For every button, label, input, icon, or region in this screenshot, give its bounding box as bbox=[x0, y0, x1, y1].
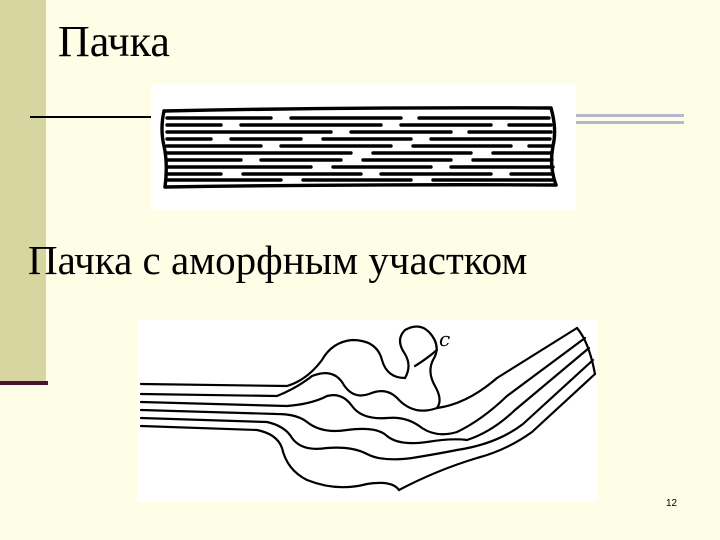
amorphous-bundle-drawing: c bbox=[139, 325, 597, 492]
sidebar-bar bbox=[0, 0, 46, 383]
slide-title: Пачка bbox=[58, 17, 170, 66]
title-underline-right bbox=[576, 114, 684, 124]
amorphous-bundle-figure: c bbox=[137, 320, 597, 502]
slide-subtitle: Пачка с аморфным участком bbox=[28, 237, 528, 283]
title-underline-left bbox=[30, 116, 152, 118]
bundle-figure bbox=[151, 84, 576, 210]
sidebar-rule bbox=[0, 381, 48, 385]
figure-label-c: c bbox=[439, 327, 450, 351]
page-number: 12 bbox=[666, 498, 678, 509]
bundle-drawing bbox=[160, 106, 558, 189]
